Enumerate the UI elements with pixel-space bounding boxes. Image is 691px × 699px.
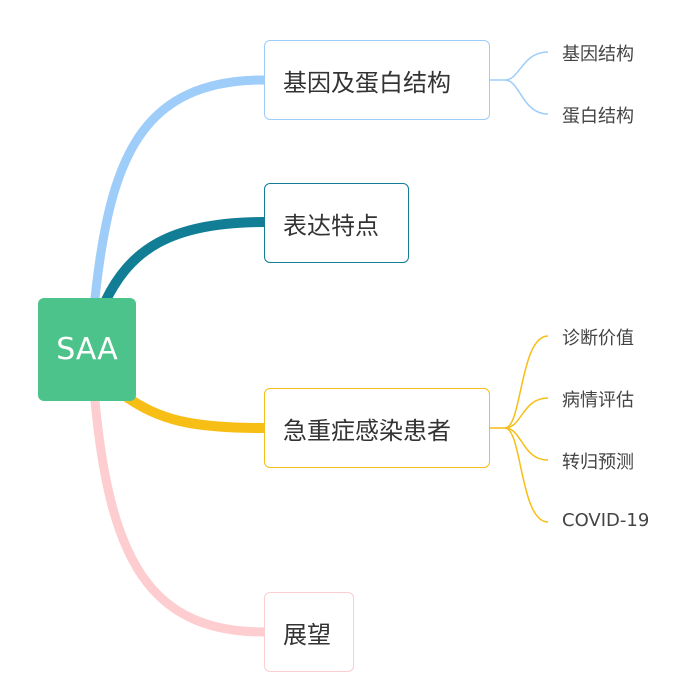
root-label: SAA xyxy=(56,332,118,367)
link-root-to-critical-infection xyxy=(120,391,269,433)
link-gene-structure xyxy=(490,51,549,81)
link-diagnostic-value xyxy=(490,335,549,429)
branch-critical-infection-patients[interactable]: 急重症感染患者 xyxy=(264,388,490,468)
leaf-diagnostic-value[interactable]: 诊断价值 xyxy=(562,328,634,349)
link-outcome-prediction xyxy=(504,427,549,461)
branch-label: 急重症感染患者 xyxy=(283,416,451,445)
branch-label: 基因及蛋白结构 xyxy=(283,68,451,97)
leaf-gene-structure[interactable]: 基因结构 xyxy=(562,44,634,65)
link-covid xyxy=(504,427,549,523)
leaf-covid-19[interactable]: COVID-19 xyxy=(562,510,650,531)
link-condition-assessment xyxy=(504,397,549,429)
branch-gene-protein-structure[interactable]: 基因及蛋白结构 xyxy=(264,40,490,120)
branch-label: 表达特点 xyxy=(283,211,379,240)
branch-outlook[interactable]: 展望 xyxy=(264,592,354,672)
link-root-to-expression xyxy=(100,217,269,307)
link-root-to-outlook xyxy=(90,396,269,637)
leaf-condition-assessment[interactable]: 病情评估 xyxy=(562,390,634,411)
link-root-to-gene-protein xyxy=(90,75,269,303)
leaf-outcome-prediction[interactable]: 转归预测 xyxy=(562,452,634,473)
branch-label: 展望 xyxy=(283,620,331,649)
link-protein-structure xyxy=(504,79,549,115)
leaf-protein-structure[interactable]: 蛋白结构 xyxy=(562,106,634,127)
root-node[interactable]: SAA xyxy=(38,298,136,401)
branch-expression-features[interactable]: 表达特点 xyxy=(264,183,409,263)
